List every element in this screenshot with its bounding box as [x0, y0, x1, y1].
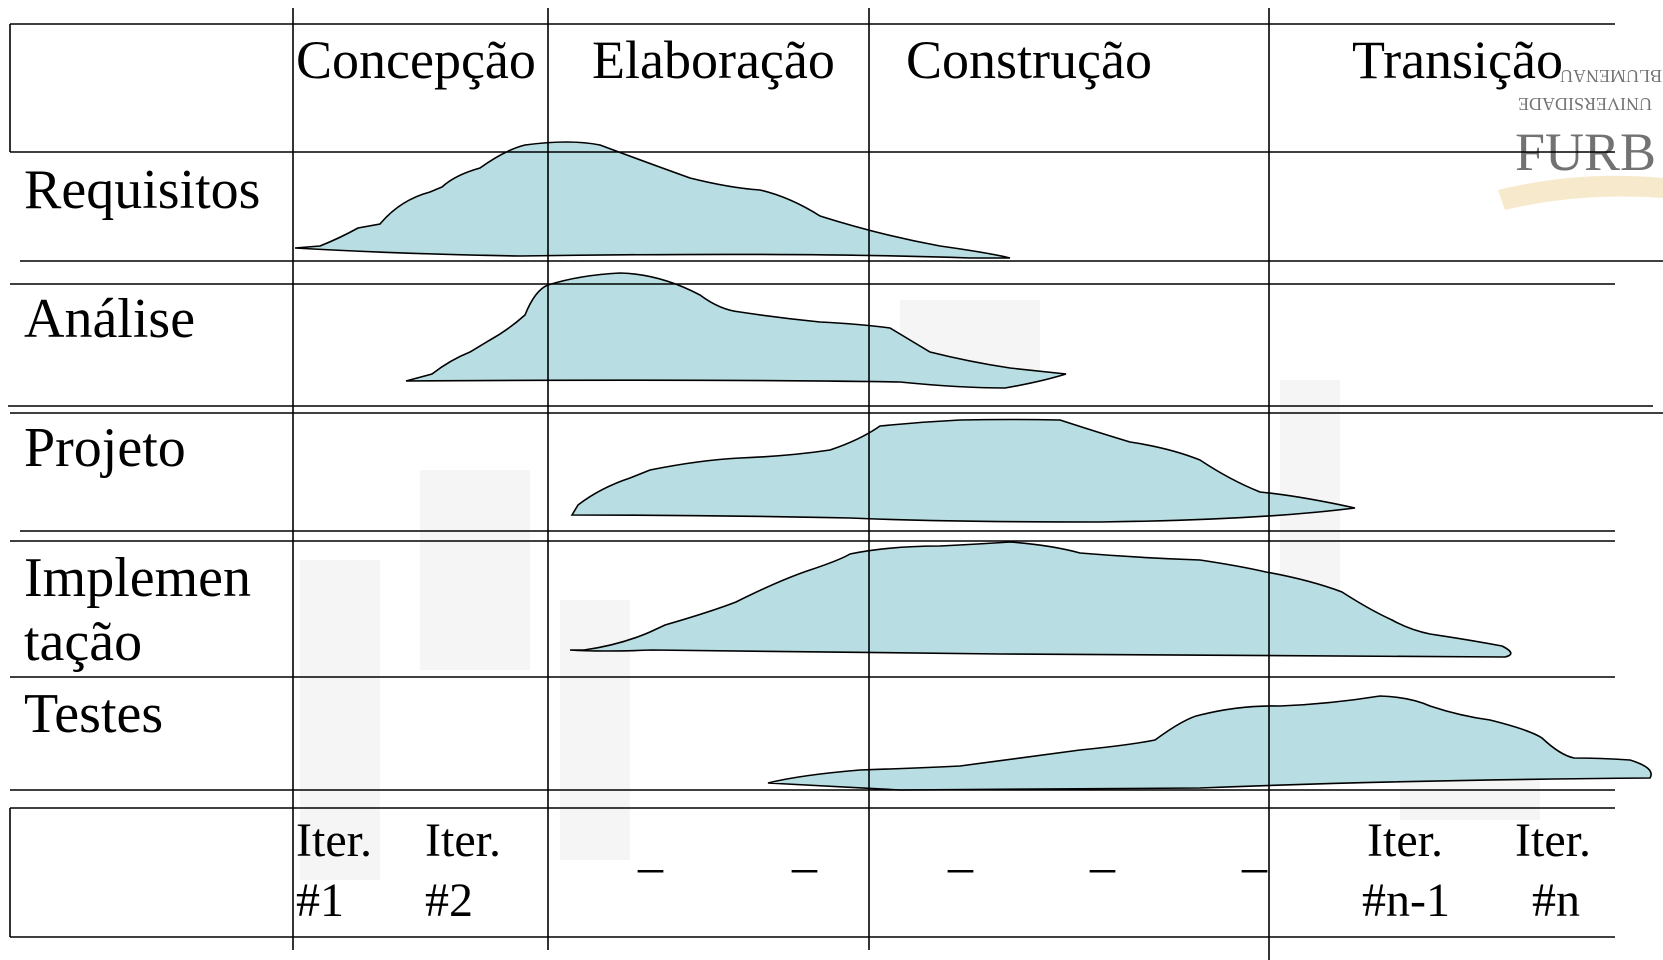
phase-headers: Concepção Elaboração Construção Transiçã… — [296, 30, 1563, 90]
discipline-implementacao-line2: tação — [24, 611, 142, 673]
iteration-separator: _ — [791, 821, 818, 877]
watermark-line1: BLUMENAU — [1560, 66, 1662, 86]
iteration-n-1-line2: #n-1 — [1362, 874, 1450, 927]
iteration-1-line1: Iter. — [296, 814, 372, 867]
iteration-2-line1: Iter. — [425, 814, 501, 867]
phase-transicao: Transição — [1352, 30, 1563, 90]
effort-humps — [294, 141, 1652, 791]
hump-implementacao — [569, 541, 1512, 658]
hump-testes — [767, 695, 1652, 791]
iteration-n-1-line1: Iter. — [1367, 814, 1443, 867]
discipline-analise: Análise — [24, 288, 195, 350]
hump-analise — [405, 272, 1067, 389]
iteration-separator: _ — [947, 821, 974, 877]
iteration-separator: _ — [1089, 821, 1116, 877]
iteration-n-line2: #n — [1532, 874, 1580, 927]
watermark-line2: UNIVERSIDADE — [1518, 94, 1652, 114]
discipline-implementacao-line1: Implemen — [24, 547, 251, 609]
phase-construcao: Construção — [906, 30, 1152, 90]
iteration-n-line1: Iter. — [1515, 814, 1591, 867]
iteration-separator: _ — [637, 821, 664, 877]
discipline-requisitos: Requisitos — [24, 159, 260, 221]
iteration-labels: Iter. #1 Iter. #2 Iter. #n-1 Iter. #n — [296, 814, 1591, 927]
iteration-2-line2: #2 — [425, 874, 473, 927]
phase-elaboracao: Elaboração — [592, 30, 835, 90]
grid-lines — [8, 8, 1663, 960]
iteration-separators: _ _ _ _ _ — [637, 821, 1268, 877]
discipline-projeto: Projeto — [24, 417, 186, 479]
discipline-testes: Testes — [24, 683, 163, 745]
hump-requisitos — [294, 141, 1011, 259]
discipline-labels: Requisitos Análise Projeto Implemen taçã… — [24, 159, 260, 745]
phase-concepcao: Concepção — [296, 30, 536, 90]
iteration-1-line2: #1 — [296, 874, 344, 927]
iteration-separator: _ — [1241, 821, 1268, 877]
hump-projeto — [570, 418, 1356, 523]
logo-swoosh — [1498, 175, 1663, 210]
